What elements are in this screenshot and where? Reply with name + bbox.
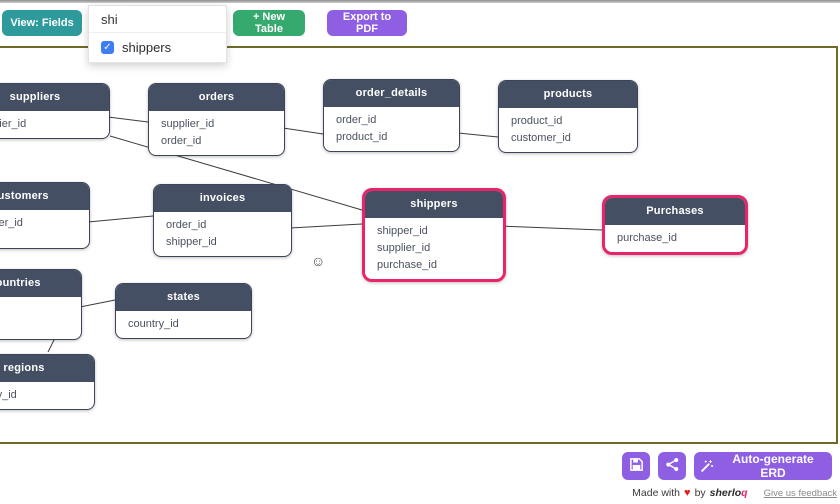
export-to-pdf-button[interactable]: Export to PDF [327,10,407,36]
table-fields: supplier_idorder_id [149,111,284,155]
table-field: country_id [116,316,251,333]
table-field: supplier_id [0,116,109,133]
table-title: states [116,284,251,311]
new-table-button[interactable]: + New Table [233,10,305,36]
table-field: purchase_id [365,257,503,274]
erd-canvas[interactable]: supplierssupplier_idorderssupplier_idord… [0,46,838,444]
table-fields: shipper_idsupplier_idpurchase_id [365,218,503,279]
erd-table-suppliers[interactable]: suppliers supplier_id [0,83,110,139]
table-field: country_id [0,387,94,404]
table-fields: product_idcustomer_id [499,108,637,152]
table-title: suppliers [0,84,109,111]
table-title: products [499,81,637,108]
table-fields: country_id [116,311,251,338]
table-title: invoices [154,185,291,212]
erd-table-regions[interactable]: regions country_id [0,354,95,410]
table-fields: order_idshipper_id [154,212,291,256]
table-field: shipper_id [154,234,291,251]
give-feedback-link[interactable]: Give us feedback [764,488,837,499]
save-floppy-icon [629,457,644,475]
made-with-line: Made with ♥ by sherloq Give us feedback [632,487,837,499]
table-title: shippers [365,191,503,218]
relationship-line [500,226,602,230]
view-fields-button[interactable]: View: Fields [2,10,82,36]
erd-table-states[interactable]: states country_id [115,283,252,339]
table-fields: order_idproduct_id [324,107,459,151]
table-title: regions [0,355,94,382]
table-field: product_id [499,113,637,130]
table-field: customer_id [499,130,637,147]
dropdown-option-label: shippers [122,40,171,55]
table-field: purchase_id [605,230,745,247]
erd-table-shippers[interactable]: shippersshipper_idsupplier_idpurchase_id [362,188,506,282]
relationship-line [108,117,148,122]
table-fields [0,297,81,339]
erd-table-countries[interactable]: countries [0,269,82,340]
table-title: Purchases [605,198,745,225]
erd-table-orders[interactable]: orderssupplier_idorder_id [148,83,285,156]
relationship-line [88,216,153,222]
erd-table-Purchases[interactable]: Purchases purchase_id [602,195,748,255]
by-text: by [695,487,706,499]
heart-icon: ♥ [684,487,691,499]
auto-generate-erd-button[interactable]: Auto-generate ERD [694,452,832,480]
table-title: countries [0,270,81,297]
table-fields: customer_id [0,210,89,248]
share-button[interactable] [658,452,686,480]
table-field: order_id [154,217,291,234]
erd-table-order_details[interactable]: order_detailsorder_idproduct_id [323,79,460,152]
smiley-cursor-icon: ☺ [311,254,325,268]
table-search-panel: ✓ shippers [88,5,227,63]
table-fields: country_id [0,382,94,409]
brand-logo: sherloq [710,487,748,499]
search-dropdown-option-shippers[interactable]: ✓ shippers [89,33,226,62]
table-field: shipper_id [365,223,503,240]
table-field: supplier_id [365,240,503,257]
table-field: customer_id [0,215,89,232]
table-fields: supplier_id [0,111,109,138]
erd-table-customers[interactable]: customers customer_id [0,182,90,249]
erd-table-products[interactable]: productsproduct_idcustomer_id [498,80,638,153]
table-field: order_id [324,112,459,129]
checkbox-checked-icon[interactable]: ✓ [101,41,114,54]
relationship-line [80,300,115,307]
table-search-input[interactable] [89,6,226,33]
magic-wand-icon [700,459,714,473]
made-with-text: Made with [632,487,680,499]
table-fields: purchase_id [605,225,745,252]
relationship-line [290,224,362,228]
table-field: product_id [324,129,459,146]
table-title: order_details [324,80,459,107]
table-field: order_id [149,133,284,150]
auto-generate-erd-label: Auto-generate ERD [720,452,826,480]
save-button[interactable] [622,452,650,480]
table-title: orders [149,84,284,111]
relationship-line [283,128,323,134]
table-field: supplier_id [149,116,284,133]
window-top-edge [0,0,840,3]
table-title: customers [0,183,89,210]
relationship-line [458,133,498,137]
share-icon [665,457,680,475]
erd-table-invoices[interactable]: invoicesorder_idshipper_id [153,184,292,257]
